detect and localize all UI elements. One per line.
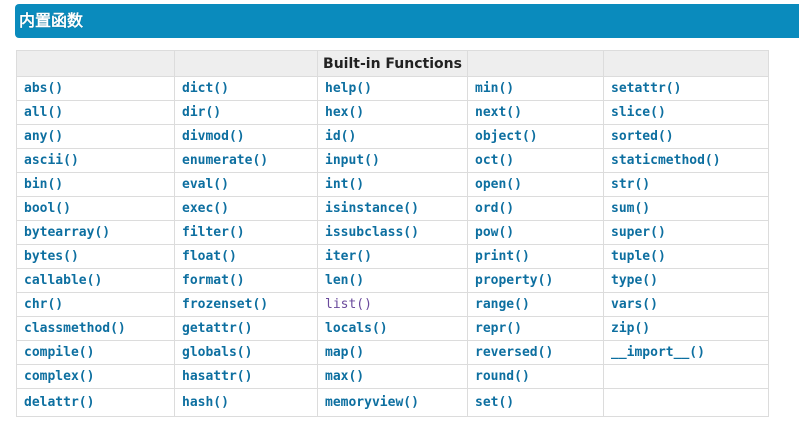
table-header-row: Built-in Functions <box>16 50 769 77</box>
function-link[interactable]: map() <box>317 340 468 365</box>
function-link[interactable]: hex() <box>317 100 468 125</box>
table-row: abs()dict()help()min()setattr() <box>16 76 769 101</box>
function-link[interactable]: pow() <box>467 220 604 245</box>
function-link[interactable]: bytearray() <box>16 220 175 245</box>
function-link[interactable]: eval() <box>174 172 318 197</box>
section-heading: 内置函数 <box>15 4 799 38</box>
function-link[interactable]: staticmethod() <box>603 148 769 173</box>
function-link[interactable]: format() <box>174 268 318 293</box>
header-cell-empty <box>174 50 318 77</box>
function-link[interactable]: chr() <box>16 292 175 317</box>
section-title: 内置函数 <box>19 11 84 30</box>
table-row: any()divmod()id()object()sorted() <box>16 124 769 149</box>
function-link[interactable]: oct() <box>467 148 604 173</box>
function-link[interactable]: id() <box>317 124 468 149</box>
function-link[interactable]: ascii() <box>16 148 175 173</box>
table-row: delattr()hash()memoryview()set() <box>16 388 769 417</box>
function-link[interactable]: open() <box>467 172 604 197</box>
function-link[interactable]: classmethod() <box>16 316 175 341</box>
table-row: chr()frozenset()list()range()vars() <box>16 292 769 317</box>
function-link[interactable]: memoryview() <box>317 388 468 417</box>
function-link[interactable]: exec() <box>174 196 318 221</box>
function-link[interactable]: globals() <box>174 340 318 365</box>
function-link[interactable]: sorted() <box>603 124 769 149</box>
function-link[interactable]: frozenset() <box>174 292 318 317</box>
function-link[interactable]: reversed() <box>467 340 604 365</box>
function-link[interactable]: all() <box>16 100 175 125</box>
header-cell-empty <box>603 50 769 77</box>
function-link[interactable]: set() <box>467 388 604 417</box>
function-link[interactable]: issubclass() <box>317 220 468 245</box>
function-link[interactable]: abs() <box>16 76 175 101</box>
function-link[interactable]: isinstance() <box>317 196 468 221</box>
empty-cell <box>603 364 769 389</box>
function-link[interactable]: bin() <box>16 172 175 197</box>
function-link[interactable]: compile() <box>16 340 175 365</box>
table-row: bin()eval()int()open()str() <box>16 172 769 197</box>
table-row: all()dir()hex()next()slice() <box>16 100 769 125</box>
function-link[interactable]: delattr() <box>16 388 175 417</box>
header-cell-empty <box>467 50 604 77</box>
function-link[interactable]: print() <box>467 244 604 269</box>
function-link[interactable]: bytes() <box>16 244 175 269</box>
function-link[interactable]: enumerate() <box>174 148 318 173</box>
table-body: abs()dict()help()min()setattr()all()dir(… <box>16 76 769 417</box>
function-link[interactable]: range() <box>467 292 604 317</box>
table-row: complex()hasattr()max()round() <box>16 364 769 389</box>
table-row: callable()format()len()property()type() <box>16 268 769 293</box>
function-link[interactable]: len() <box>317 268 468 293</box>
function-link[interactable]: dir() <box>174 100 318 125</box>
function-link[interactable]: object() <box>467 124 604 149</box>
table-row: bytes()float()iter()print()tuple() <box>16 244 769 269</box>
function-link[interactable]: __import__() <box>603 340 769 365</box>
function-link[interactable]: divmod() <box>174 124 318 149</box>
function-link[interactable]: min() <box>467 76 604 101</box>
function-link[interactable]: type() <box>603 268 769 293</box>
function-link[interactable]: super() <box>603 220 769 245</box>
builtin-functions-table: Built-in Functions abs()dict()help()min(… <box>16 50 769 417</box>
function-link[interactable]: callable() <box>16 268 175 293</box>
function-link[interactable]: property() <box>467 268 604 293</box>
function-link[interactable]: round() <box>467 364 604 389</box>
function-link[interactable]: complex() <box>16 364 175 389</box>
function-link[interactable]: ord() <box>467 196 604 221</box>
function-link[interactable]: int() <box>317 172 468 197</box>
function-link[interactable]: list() <box>317 292 468 317</box>
table-row: classmethod()getattr()locals()repr()zip(… <box>16 316 769 341</box>
function-link[interactable]: help() <box>317 76 468 101</box>
table-row: bool()exec()isinstance()ord()sum() <box>16 196 769 221</box>
function-link[interactable]: hash() <box>174 388 318 417</box>
function-link[interactable]: zip() <box>603 316 769 341</box>
function-link[interactable]: filter() <box>174 220 318 245</box>
function-link[interactable]: slice() <box>603 100 769 125</box>
function-link[interactable]: max() <box>317 364 468 389</box>
table-row: bytearray()filter()issubclass()pow()supe… <box>16 220 769 245</box>
function-link[interactable]: bool() <box>16 196 175 221</box>
table-row: ascii()enumerate()input()oct()staticmeth… <box>16 148 769 173</box>
function-link[interactable]: vars() <box>603 292 769 317</box>
function-link[interactable]: getattr() <box>174 316 318 341</box>
function-link[interactable]: locals() <box>317 316 468 341</box>
function-link[interactable]: float() <box>174 244 318 269</box>
function-link[interactable]: input() <box>317 148 468 173</box>
function-link[interactable]: any() <box>16 124 175 149</box>
table-row: compile()globals()map()reversed()__impor… <box>16 340 769 365</box>
function-link[interactable]: sum() <box>603 196 769 221</box>
function-link[interactable]: hasattr() <box>174 364 318 389</box>
function-link[interactable]: repr() <box>467 316 604 341</box>
function-link[interactable]: setattr() <box>603 76 769 101</box>
function-link[interactable]: dict() <box>174 76 318 101</box>
function-link[interactable]: iter() <box>317 244 468 269</box>
function-link[interactable]: str() <box>603 172 769 197</box>
function-link[interactable]: next() <box>467 100 604 125</box>
empty-cell <box>603 388 769 417</box>
function-link[interactable]: tuple() <box>603 244 769 269</box>
header-cell-empty <box>16 50 175 77</box>
table-header-title: Built-in Functions <box>317 50 468 77</box>
